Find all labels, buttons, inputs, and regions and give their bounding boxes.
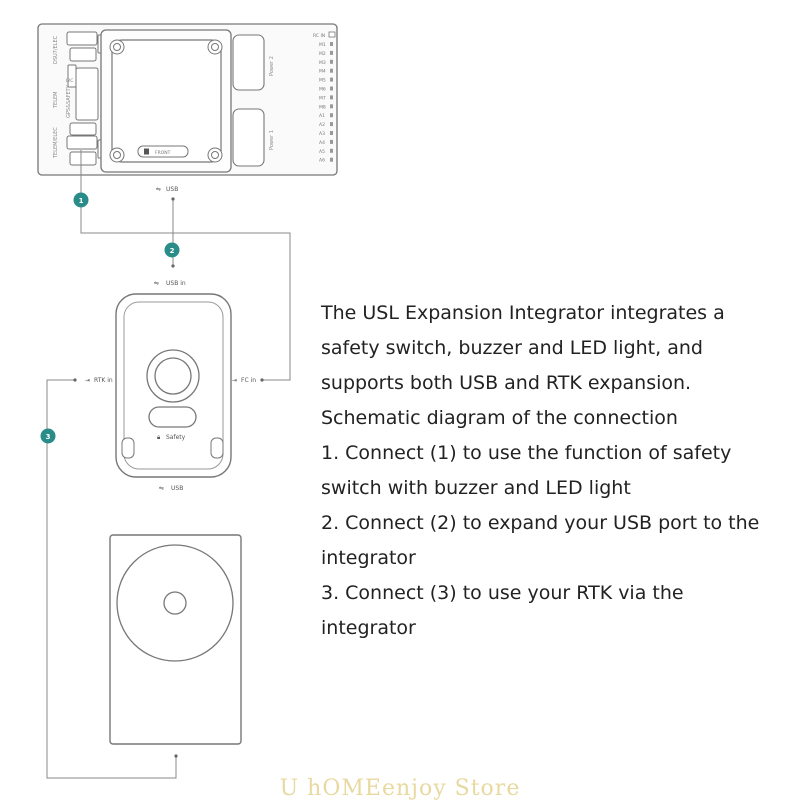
pin-label: M1 (319, 42, 326, 48)
pin (330, 157, 333, 162)
pin-label: M8 (319, 104, 326, 110)
i2c-label: I2C (66, 78, 73, 84)
description-line: switch with buzzer and LED light (321, 477, 631, 499)
pin (330, 122, 333, 127)
description-line: 1. Connect (1) to use the function of sa… (321, 442, 732, 464)
safety-switch-button (148, 406, 197, 428)
description-line: Schematic diagram of the connection (321, 407, 678, 429)
pin (330, 113, 333, 118)
integrator-usb-label: USB (171, 485, 183, 492)
power-label-2: Power 2 (269, 56, 275, 76)
pin-label: A3 (319, 131, 325, 137)
usb-in-label: USB in (166, 280, 186, 287)
pin (330, 42, 333, 46)
description-line: integrator (321, 617, 416, 639)
pin (330, 68, 333, 73)
badge-2: 2 (164, 242, 180, 258)
port-icon: ⇥ (85, 377, 90, 384)
rtk-in-label: RTK in (94, 377, 113, 384)
fc-in-port: ⇥ FC in (232, 377, 256, 384)
pin (330, 50, 333, 55)
description-line: supports both USB and RTK expansion. (321, 372, 692, 394)
left-connectors (66, 31, 103, 166)
pin-label: A5 (319, 149, 325, 155)
port-label-1: DSU7/ELEC (53, 35, 59, 64)
description-line: 2. Connect (2) to expand your USB port t… (321, 512, 760, 534)
port-label-2: TELEM (53, 92, 59, 109)
pin-label: A6 (319, 158, 325, 164)
port-label-4: TELEM/ELEC (53, 127, 59, 159)
pin (330, 59, 333, 64)
description-text: The USL Expansion Integrator integrates … (321, 296, 781, 646)
pin (330, 131, 333, 135)
pin (330, 148, 333, 153)
description-line: The USL Expansion Integrator integrates … (321, 302, 725, 324)
usb-icon: ⇋ (159, 485, 164, 492)
usb-in-port: ⇋ USB in (154, 280, 186, 287)
usb-icon: ⇋ (156, 186, 161, 193)
rc-in-label: RC IN (313, 33, 325, 39)
front-label: FRONT (155, 150, 171, 156)
port-icon: ⇥ (232, 377, 237, 384)
pin-label: M5 (319, 78, 326, 84)
description-line: integrator (321, 547, 416, 569)
badge-3: 3 (40, 428, 56, 444)
fc-usb-port: ⇋ USB (156, 186, 178, 193)
fc-in-label: FC in (241, 377, 256, 384)
pin (330, 104, 333, 109)
pin-label: M3 (319, 60, 326, 66)
expansion-integrator: 🔒︎ Safety (115, 293, 232, 478)
cable-endpoints (73, 197, 264, 758)
cable-3 (46, 379, 177, 779)
safety-label: Safety (166, 434, 186, 441)
pin-label: A1 (319, 113, 325, 119)
fc-usb-label: USB (166, 186, 178, 193)
integrator-usb-port: ⇋ USB (159, 485, 183, 492)
pin-label: A4 (319, 140, 325, 146)
svg-text:3: 3 (46, 433, 51, 441)
badge-1: 1 (73, 192, 89, 208)
power-connectors (232, 34, 265, 167)
pin-label: M4 (319, 69, 326, 75)
port-label-3: GPS&SAFETY (66, 84, 72, 118)
usb-icon: ⇋ (154, 280, 159, 287)
rtk-in-port: ⇥ RTK in (85, 377, 113, 384)
pin-label: M7 (319, 95, 326, 101)
pin-label: M2 (319, 51, 326, 57)
pin (330, 77, 333, 82)
svg-text:1: 1 (79, 197, 84, 205)
pin-label: A2 (319, 122, 325, 128)
rtk-module (109, 534, 242, 745)
pin-label: M6 (319, 87, 326, 93)
pin (330, 95, 333, 100)
description-line: safety switch, buzzer and LED light, and (321, 337, 703, 359)
pin (330, 86, 333, 91)
description-line: 3. Connect (3) to use your RTK via the (321, 582, 684, 604)
power-label-1: Power 1 (269, 130, 275, 150)
fc-core-module: FRONT (100, 29, 232, 173)
lock-icon: 🔒︎ (157, 434, 160, 441)
svg-text:2: 2 (170, 247, 175, 255)
store-watermark: U hOMEenjoy Store (279, 776, 521, 801)
pin (330, 139, 333, 144)
flight-controller: DSU7/ELEC TELEM GPS&SAFETY TELEM/ELEC I2… (37, 23, 338, 176)
